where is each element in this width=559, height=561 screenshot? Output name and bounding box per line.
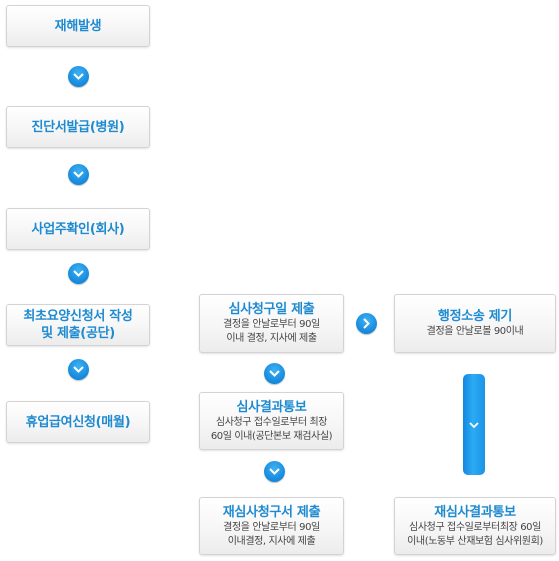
step-desc-line1: 결정을 안날로부터 90일 [223,319,320,330]
step-desc-line1: 결정을 안날로볼 90이내 [426,326,524,337]
chevron-down-icon [264,461,285,482]
chevron-down-icon [68,263,89,284]
step-diagnosis: 진단서발급(병원) [6,106,150,148]
step-title: 재해발생 [54,18,102,34]
step-desc-line1: 심사청구 접수일로부터 최장 [215,416,328,428]
step-title: 진단서발급(병원) [31,119,125,135]
step-title: 행정소송 제기 [437,309,513,324]
chevron-down-icon [264,363,285,384]
step-title: 재심사청구서 제출 [222,504,321,520]
step-desc-line2: 이내결정, 지사에 제출 [227,535,316,547]
step-title: 재심사결과통보 [434,504,516,520]
step-rereview-result: 재심사결과통보 심사청구 접수일로부터최장 60일 이내(노동부 산재보험 심사… [394,497,556,555]
step-desc-line2: 이내 결정, 지사에 제출 [226,333,317,344]
step-leave-benefit: 휴업급여신청(매월) [6,401,150,443]
step-desc-line2: 이내(노동부 산재보험 심사위원회) [407,535,543,547]
chevron-down-icon [68,66,89,87]
step-rereview-request: 재심사청구서 제출 결정을 안날로부터 90일 이내결정, 지사에 제출 [199,497,344,555]
step-title: 심사청구일 제출 [228,302,315,317]
step-administrative-suit: 행정소송 제기 결정을 안날로볼 90이내 [394,294,556,353]
chevron-down-icon [469,421,479,428]
step-desc-line1: 결정을 안날로부터 90일 [223,521,320,533]
step-review-result: 심사결과통보 심사청구 접수일로부터 최장 60일 이내(공단본보 재검사실) [199,392,344,450]
chevron-down-icon [68,359,89,380]
step-desc-line1: 심사청구 접수일로부터최장 60일 [409,521,541,533]
chevron-right-icon [356,313,377,334]
step-review-request: 심사청구일 제출 결정을 안날로부터 90일 이내 결정, 지사에 제출 [199,294,344,353]
step-accident: 재해발생 [6,5,150,47]
step-title: 휴업급여신청(매월) [25,414,131,430]
step-title: 심사결과통보 [236,399,307,415]
down-arrow-bar [463,374,485,475]
step-employer-confirm: 사업주확인(회사) [6,208,150,250]
step-title: 사업주확인(회사) [31,221,125,237]
chevron-down-icon [68,164,89,185]
step-initial-care-application: 최초요양신청서 작성 및 제출(공단) [6,304,150,346]
step-title-line2: 및 제출(공단) [41,326,115,341]
step-title-line1: 최초요양신청서 작성 [23,309,133,324]
step-desc-line2: 60일 이내(공단본보 재검사실) [210,430,333,442]
